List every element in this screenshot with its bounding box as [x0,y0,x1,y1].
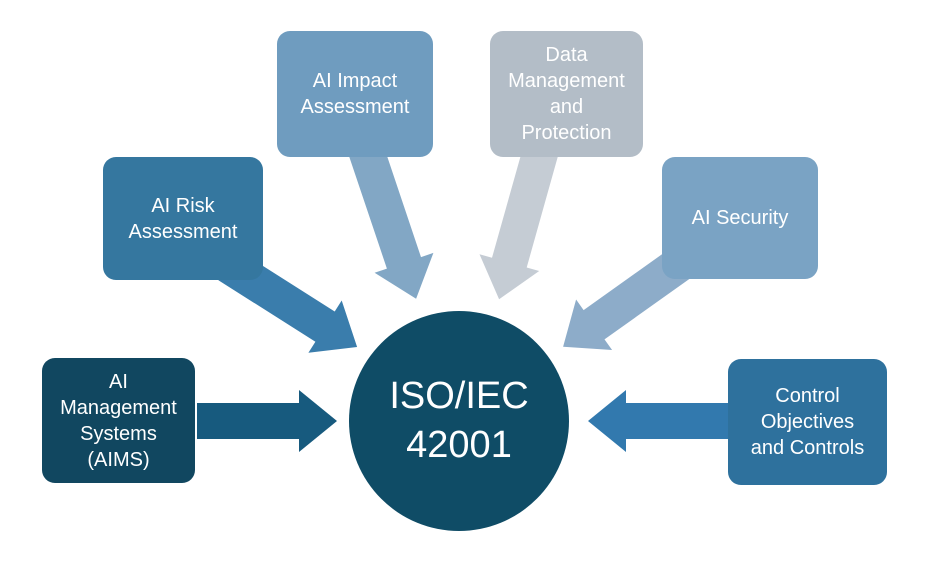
arrow-security-to-center [563,247,693,350]
arrow-data-to-center [479,145,559,300]
node-ai-impact-assessment-label: AI Impact Assessment [300,70,410,118]
node-data-management-and-protection-label: Data Management and Protection [508,44,625,144]
node-control-objectives-and-controls-label: Control Objectives and Controls [750,385,865,459]
node-ai-security: AI Security [662,157,818,279]
node-ai-security-label: AI Security [691,207,789,229]
arrow-impact-to-center [348,144,434,299]
node-ai-management-systems: AI Management Systems (AIMS) [42,358,195,483]
arrow-control-to-center [588,390,730,452]
node-ai-risk-assessment: AI Risk Assessment [103,157,263,280]
node-data-management-and-protection: Data Management and Protection [490,31,643,157]
arrow-aims-to-center [197,390,337,452]
node-ai-management-systems-label: AI Management Systems (AIMS) [60,370,177,471]
node-control-objectives-and-controls: Control Objectives and Controls [728,359,887,485]
node-ai-risk-assessment-label: AI Risk Assessment [128,194,238,243]
center-node-iso-iec-42001: ISO/IEC 42001 [349,311,569,531]
center-node-label: ISO/IEC 42001 [389,374,529,466]
node-ai-impact-assessment: AI Impact Assessment [277,31,433,157]
